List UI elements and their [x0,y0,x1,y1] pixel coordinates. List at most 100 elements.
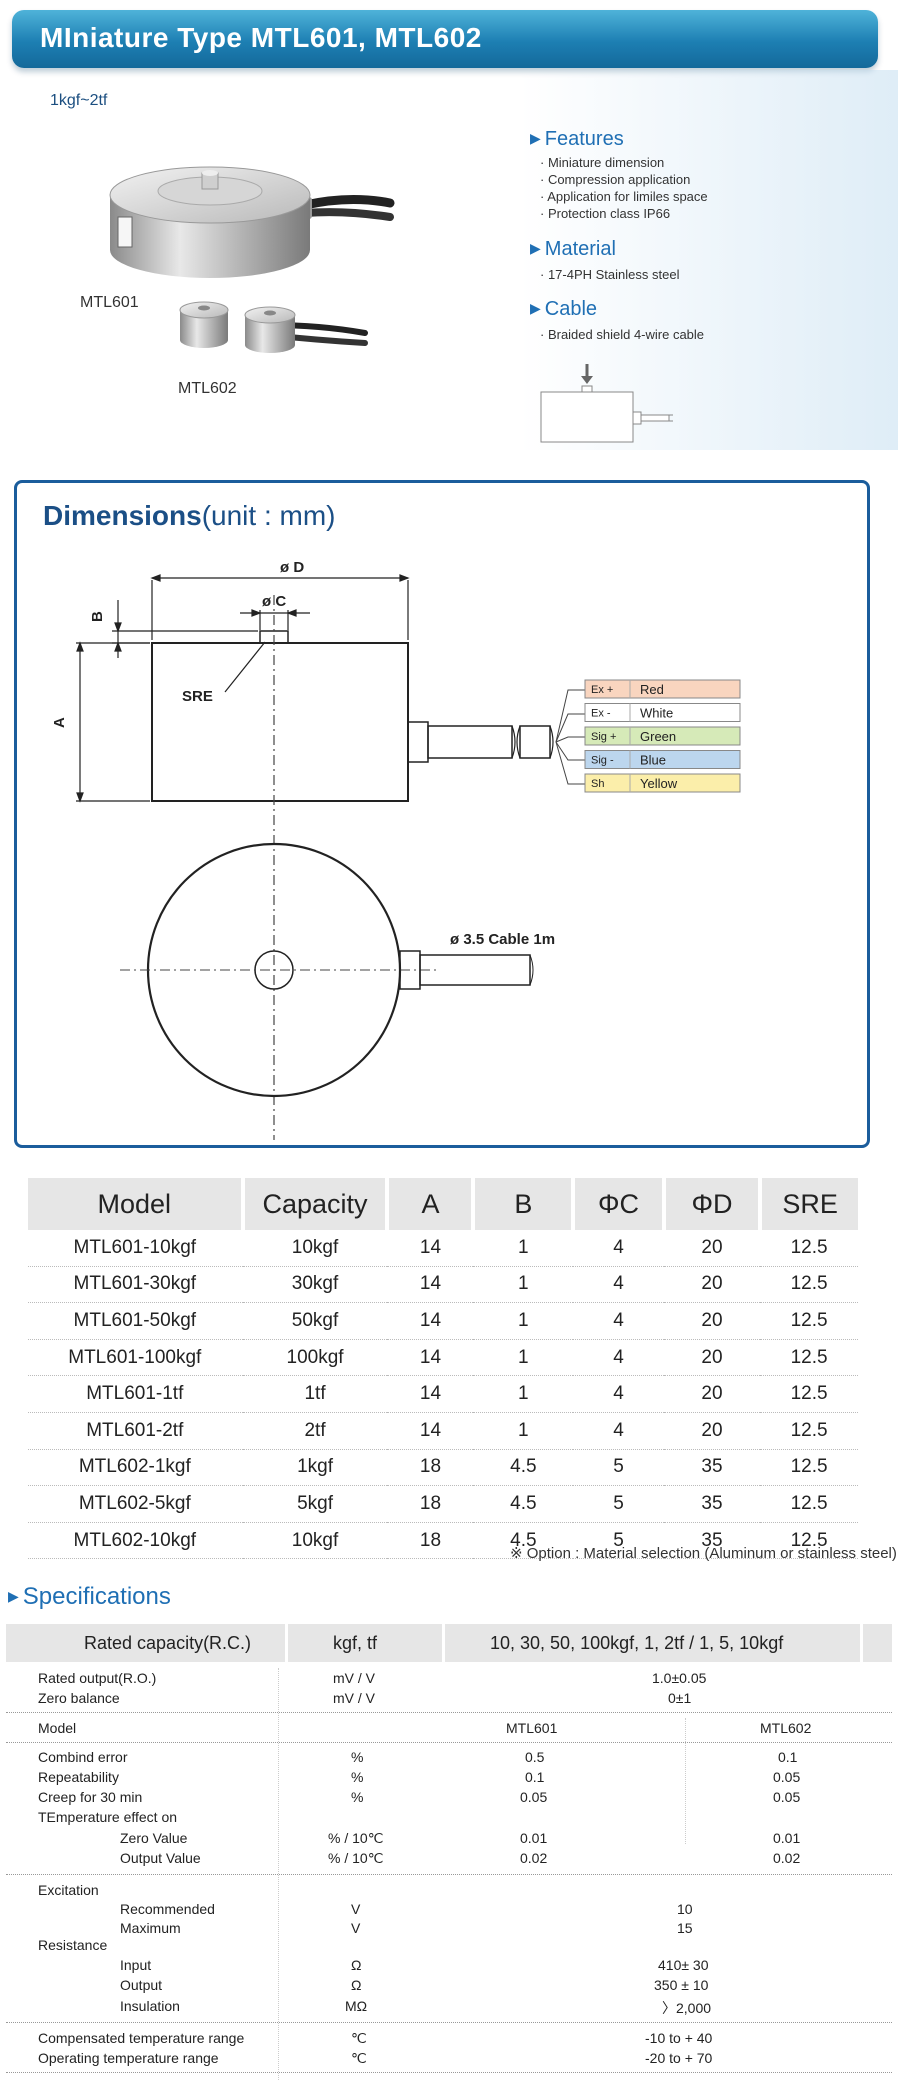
table-cell: 4.5 [473,1449,574,1487]
col-header: Capacity [242,1178,390,1230]
wire-pin: Ex + [591,684,613,696]
spec-header-values: 10, 30, 50, 100kgf, 1, 2tf / 1, 5, 10kgf [490,1633,784,1653]
table-header-row: Model Capacity A B ΦC ΦD SRE [28,1178,858,1230]
spec-label: Input [120,1957,152,1973]
table-cell: 1 [473,1375,574,1413]
table-cell: 14 [387,1302,474,1340]
spec-unit: Ω [351,1977,362,1993]
spec-value: 0.02 [773,1850,801,1866]
divider [6,1874,892,1875]
table-cell: 4 [573,1339,664,1377]
table-cell: 5 [573,1485,664,1523]
spec-value: 410± 30 [658,1957,709,1973]
arrow-icon: ▶ [530,130,541,146]
col-header: ΦD [663,1178,763,1230]
spec-label: Excitation [38,1882,99,1898]
table-cell: 1 [473,1230,574,1267]
model-table: Model Capacity A B ΦC ΦD SRE MTL601-10kg… [28,1178,858,1560]
table-cell: 12.5 [760,1522,858,1560]
spec-value: 0.1 [778,1749,798,1765]
table-cell: 4 [573,1375,664,1413]
spec-unit: % [351,1749,364,1765]
spec-label: Operating temperature range [38,2050,219,2066]
spec-unit: mV / V [333,1670,376,1686]
table-cell: MTL601-10kgf [28,1230,243,1267]
wire-pin: Sh [591,778,604,790]
spec-label: Resistance [38,1937,108,1953]
spec-header-row [6,1624,892,1662]
spec-value: 1.0±0.05 [652,1670,707,1686]
table-cell: MTL601-2tf [28,1412,243,1450]
wire-color: Red [640,682,664,697]
spec-label: Model [38,1720,77,1736]
wire-pin: Ex - [591,708,611,720]
wire-green: Sig +Green [584,726,741,746]
table-cell: 5 [573,1449,664,1487]
spec-value: 0.05 [773,1789,801,1805]
features-list: · Miniature dimension · Compression appl… [540,154,708,222]
col-header: B [473,1178,576,1230]
spec-value: 0.05 [520,1789,548,1805]
table-cell: 20 [663,1266,761,1304]
spec-unit: % [351,1789,364,1805]
table-cell: 1kgf [242,1449,388,1487]
col-header: A [387,1178,476,1230]
list-item: · Application for limiles space [540,189,708,204]
arrow-icon: ▶ [530,240,541,256]
table-cell: 14 [387,1230,474,1267]
label-phi-d: ø D [280,559,304,576]
spec-label: Zero balance [38,1690,120,1706]
spec-label: Repeatability [38,1769,119,1785]
divider [6,1712,892,1713]
divider [860,1624,863,1662]
spec-value: 0.5 [525,1749,545,1765]
table-cell: 14 [387,1339,474,1377]
spec-label: Rated output(R.O.) [38,1670,157,1686]
table-cell: 1 [473,1266,574,1304]
spec-value: 350 ± 10 [654,1977,709,1993]
spec-label: Zero Value [120,1830,188,1846]
spec-value: 0.01 [520,1830,548,1846]
label-mtl602: MTL602 [178,380,237,397]
label-sre: SRE [182,688,213,705]
table-cell: 20 [663,1230,761,1267]
label-cable: ø 3.5 Cable 1m [450,931,555,948]
table-cell: MTL601-100kgf [28,1339,243,1377]
label-mtl601: MTL601 [80,294,139,311]
wire-red: Ex + Red [584,679,741,699]
table-cell: MTL602-5kgf [28,1485,243,1523]
divider [6,1742,892,1743]
table-cell: 4 [573,1302,664,1340]
table-cell: 35 [663,1485,761,1523]
list-item: · 17-4PH Stainless steel [540,267,680,282]
spec-unit: V [351,1901,361,1917]
spec-label: Compensated temperature range [38,2030,245,2046]
spec-value: 15 [677,1920,693,1936]
product-photo [109,166,395,353]
spec-unit: % [351,1769,364,1785]
material-heading: ▶Material [530,238,616,260]
divider [442,1624,445,1662]
table-cell: 20 [663,1302,761,1340]
wire-white: Ex -White [584,703,741,722]
table-cell: 4 [573,1266,664,1304]
label-phi-c: ø C [262,593,286,610]
wire-color: Blue [640,753,666,768]
label-b: B [89,611,106,622]
table-cell: MTL601-1tf [28,1375,243,1413]
table-cell: 18 [387,1449,474,1487]
spec-value: 0.1 [525,1769,545,1785]
spec-header-unit: kgf, tf [333,1633,378,1653]
spec-label: Combind error [38,1749,128,1765]
table-cell: 1 [473,1412,574,1450]
spec-value: -10 to + 40 [645,2030,713,2046]
table-cell: 1 [473,1302,574,1340]
label-a: A [51,717,68,728]
